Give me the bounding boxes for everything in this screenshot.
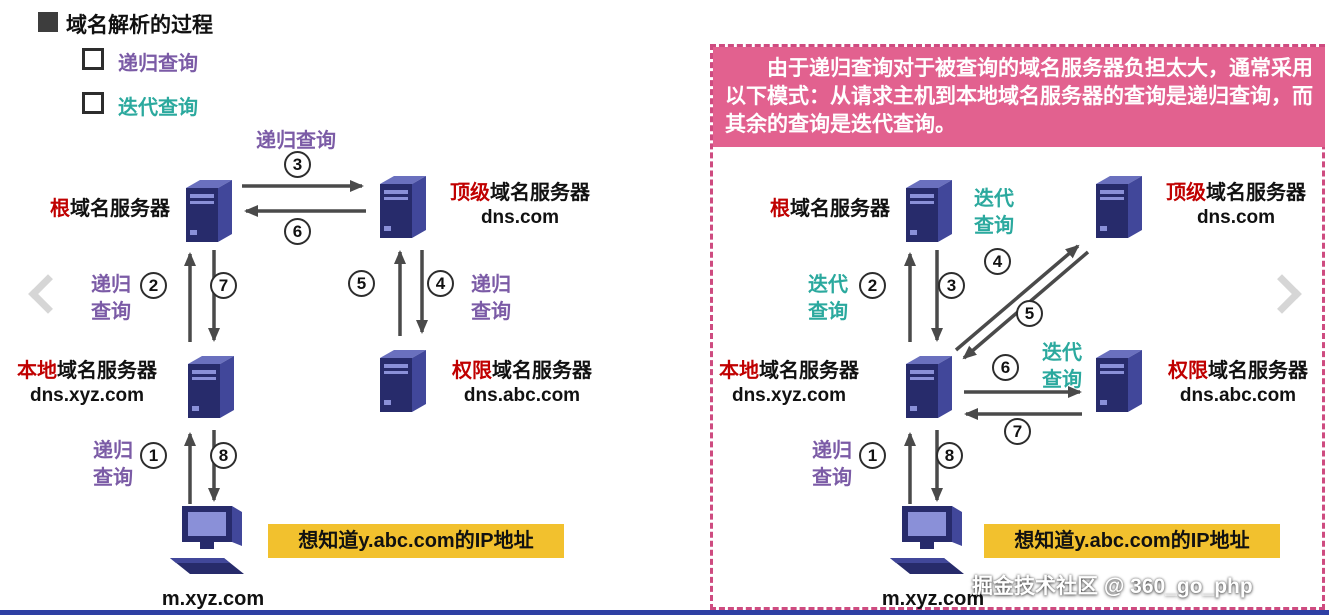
left-auth-server-icon bbox=[380, 350, 426, 412]
left-local-domain: dns.xyz.com bbox=[29, 385, 145, 406]
right-tld-server-icon bbox=[1096, 176, 1142, 238]
left-recursive-label-mid-left: 递归 查询 bbox=[91, 274, 131, 323]
right-root-prefix: 根 bbox=[770, 198, 790, 220]
left-auth-prefix: 权限 bbox=[452, 360, 492, 382]
right-local-prefix: 本地 bbox=[719, 360, 759, 382]
legend-recursive-label: 递归查询 bbox=[118, 53, 198, 75]
right-step-circle-6: 6 bbox=[992, 354, 1019, 381]
left-recursive-label-bottom: 递归 查询 bbox=[93, 440, 133, 489]
left-step-circle-5: 5 bbox=[348, 270, 375, 297]
left-auth-domain: dns.abc.com bbox=[463, 385, 581, 406]
right-local-name: 域名服务器 bbox=[759, 360, 859, 382]
right-step-circle-7: 7 bbox=[1004, 418, 1031, 445]
right-root-server-icon bbox=[906, 180, 952, 242]
right-iterative-label-mid: 迭代 查询 bbox=[1042, 342, 1082, 391]
page-title: 域名解析的过程 bbox=[66, 14, 213, 37]
left-local-name-line: 本地域名服务器 bbox=[0, 358, 174, 384]
left-tld-prefix: 顶级 bbox=[450, 182, 490, 204]
right-auth-name-line: 权限域名服务器 bbox=[1152, 358, 1324, 384]
left-auth-server-label: 权限域名服务器 dns.abc.com bbox=[437, 358, 607, 409]
left-local-prefix: 本地 bbox=[17, 360, 57, 382]
left-step-circle-7: 7 bbox=[210, 272, 237, 299]
right-step-circle-8: 8 bbox=[936, 442, 963, 469]
note-box: 由于递归查询对于被查询的域名服务器负担太大，通常采用以下模式：从请求主机到本地域… bbox=[713, 47, 1325, 147]
left-query-box: 想知道y.abc.com的IP地址 bbox=[268, 524, 564, 558]
right-host-computer-icon bbox=[890, 506, 964, 574]
right-panel-dashed-border bbox=[710, 44, 1325, 610]
left-local-server-label: 本地域名服务器 dns.xyz.com bbox=[0, 358, 174, 409]
right-auth-server-label: 权限域名服务器 dns.abc.com bbox=[1152, 358, 1324, 409]
title-bullet-icon bbox=[38, 12, 58, 32]
right-auth-server-icon bbox=[1096, 350, 1142, 412]
right-auth-domain: dns.abc.com bbox=[1179, 385, 1297, 406]
right-arrow-step4-diagonal bbox=[954, 244, 1080, 352]
right-auth-prefix: 权限 bbox=[1168, 360, 1208, 382]
right-tld-name-line: 顶级域名服务器 bbox=[1150, 180, 1322, 206]
right-iterative-label-root-side: 迭代 查询 bbox=[974, 188, 1014, 237]
right-recursive-label-bottom: 递归 查询 bbox=[812, 440, 852, 489]
right-step-circle-2: 2 bbox=[859, 272, 886, 299]
left-host-label: m.xyz.com bbox=[161, 588, 265, 610]
legend-iterative-label: 迭代查询 bbox=[118, 97, 198, 119]
recursive-checkbox-icon bbox=[82, 48, 104, 70]
left-recursive-label-top: 递归查询 bbox=[256, 130, 336, 152]
left-tld-server-icon bbox=[380, 176, 426, 238]
right-step-circle-1: 1 bbox=[859, 442, 886, 469]
left-root-name: 域名服务器 bbox=[70, 198, 170, 220]
left-local-server-icon bbox=[188, 356, 234, 418]
right-tld-name: 域名服务器 bbox=[1206, 182, 1306, 204]
iterative-checkbox-icon bbox=[82, 92, 104, 114]
left-step-circle-1: 1 bbox=[140, 442, 167, 469]
left-root-server-label: 根域名服务器 bbox=[8, 196, 170, 222]
right-host-label: m.xyz.com bbox=[881, 588, 985, 610]
right-local-name-line: 本地域名服务器 bbox=[698, 358, 880, 384]
right-tld-server-label: 顶级域名服务器 dns.com bbox=[1150, 180, 1322, 231]
left-auth-name: 域名服务器 bbox=[492, 360, 592, 382]
left-step-circle-2: 2 bbox=[140, 272, 167, 299]
left-tld-domain: dns.com bbox=[480, 207, 560, 228]
right-iterative-label-mid-left: 迭代 查询 bbox=[808, 274, 848, 323]
left-root-prefix: 根 bbox=[50, 198, 70, 220]
right-local-server-icon bbox=[906, 356, 952, 418]
left-step-circle-6: 6 bbox=[284, 218, 311, 245]
right-query-box: 想知道y.abc.com的IP地址 bbox=[984, 524, 1280, 558]
left-tld-server-label: 顶级域名服务器 dns.com bbox=[435, 180, 605, 231]
right-tld-prefix: 顶级 bbox=[1166, 182, 1206, 204]
left-step-circle-8: 8 bbox=[210, 442, 237, 469]
left-host-computer-icon bbox=[170, 506, 244, 574]
right-step-circle-5: 5 bbox=[1016, 300, 1043, 327]
right-root-name: 域名服务器 bbox=[790, 198, 890, 220]
left-root-server-icon bbox=[186, 180, 232, 242]
left-step-circle-3: 3 bbox=[284, 151, 311, 178]
right-root-server-label: 根域名服务器 bbox=[702, 196, 890, 222]
right-step-circle-4: 4 bbox=[984, 248, 1011, 275]
bottom-border-bar bbox=[0, 610, 1329, 615]
left-tld-name-line: 顶级域名服务器 bbox=[435, 180, 605, 206]
left-local-name: 域名服务器 bbox=[57, 360, 157, 382]
right-tld-domain: dns.com bbox=[1196, 207, 1276, 228]
left-auth-name-line: 权限域名服务器 bbox=[437, 358, 607, 384]
left-recursive-label-mid-right: 递归 查询 bbox=[471, 274, 511, 323]
right-local-server-label: 本地域名服务器 dns.xyz.com bbox=[698, 358, 880, 409]
left-tld-name: 域名服务器 bbox=[490, 182, 590, 204]
watermark: 掘金技术社区 @ 360_go_php bbox=[972, 575, 1253, 598]
left-step-circle-4: 4 bbox=[427, 270, 454, 297]
right-auth-name: 域名服务器 bbox=[1208, 360, 1308, 382]
right-step-circle-3: 3 bbox=[938, 272, 965, 299]
right-local-domain: dns.xyz.com bbox=[731, 385, 847, 406]
